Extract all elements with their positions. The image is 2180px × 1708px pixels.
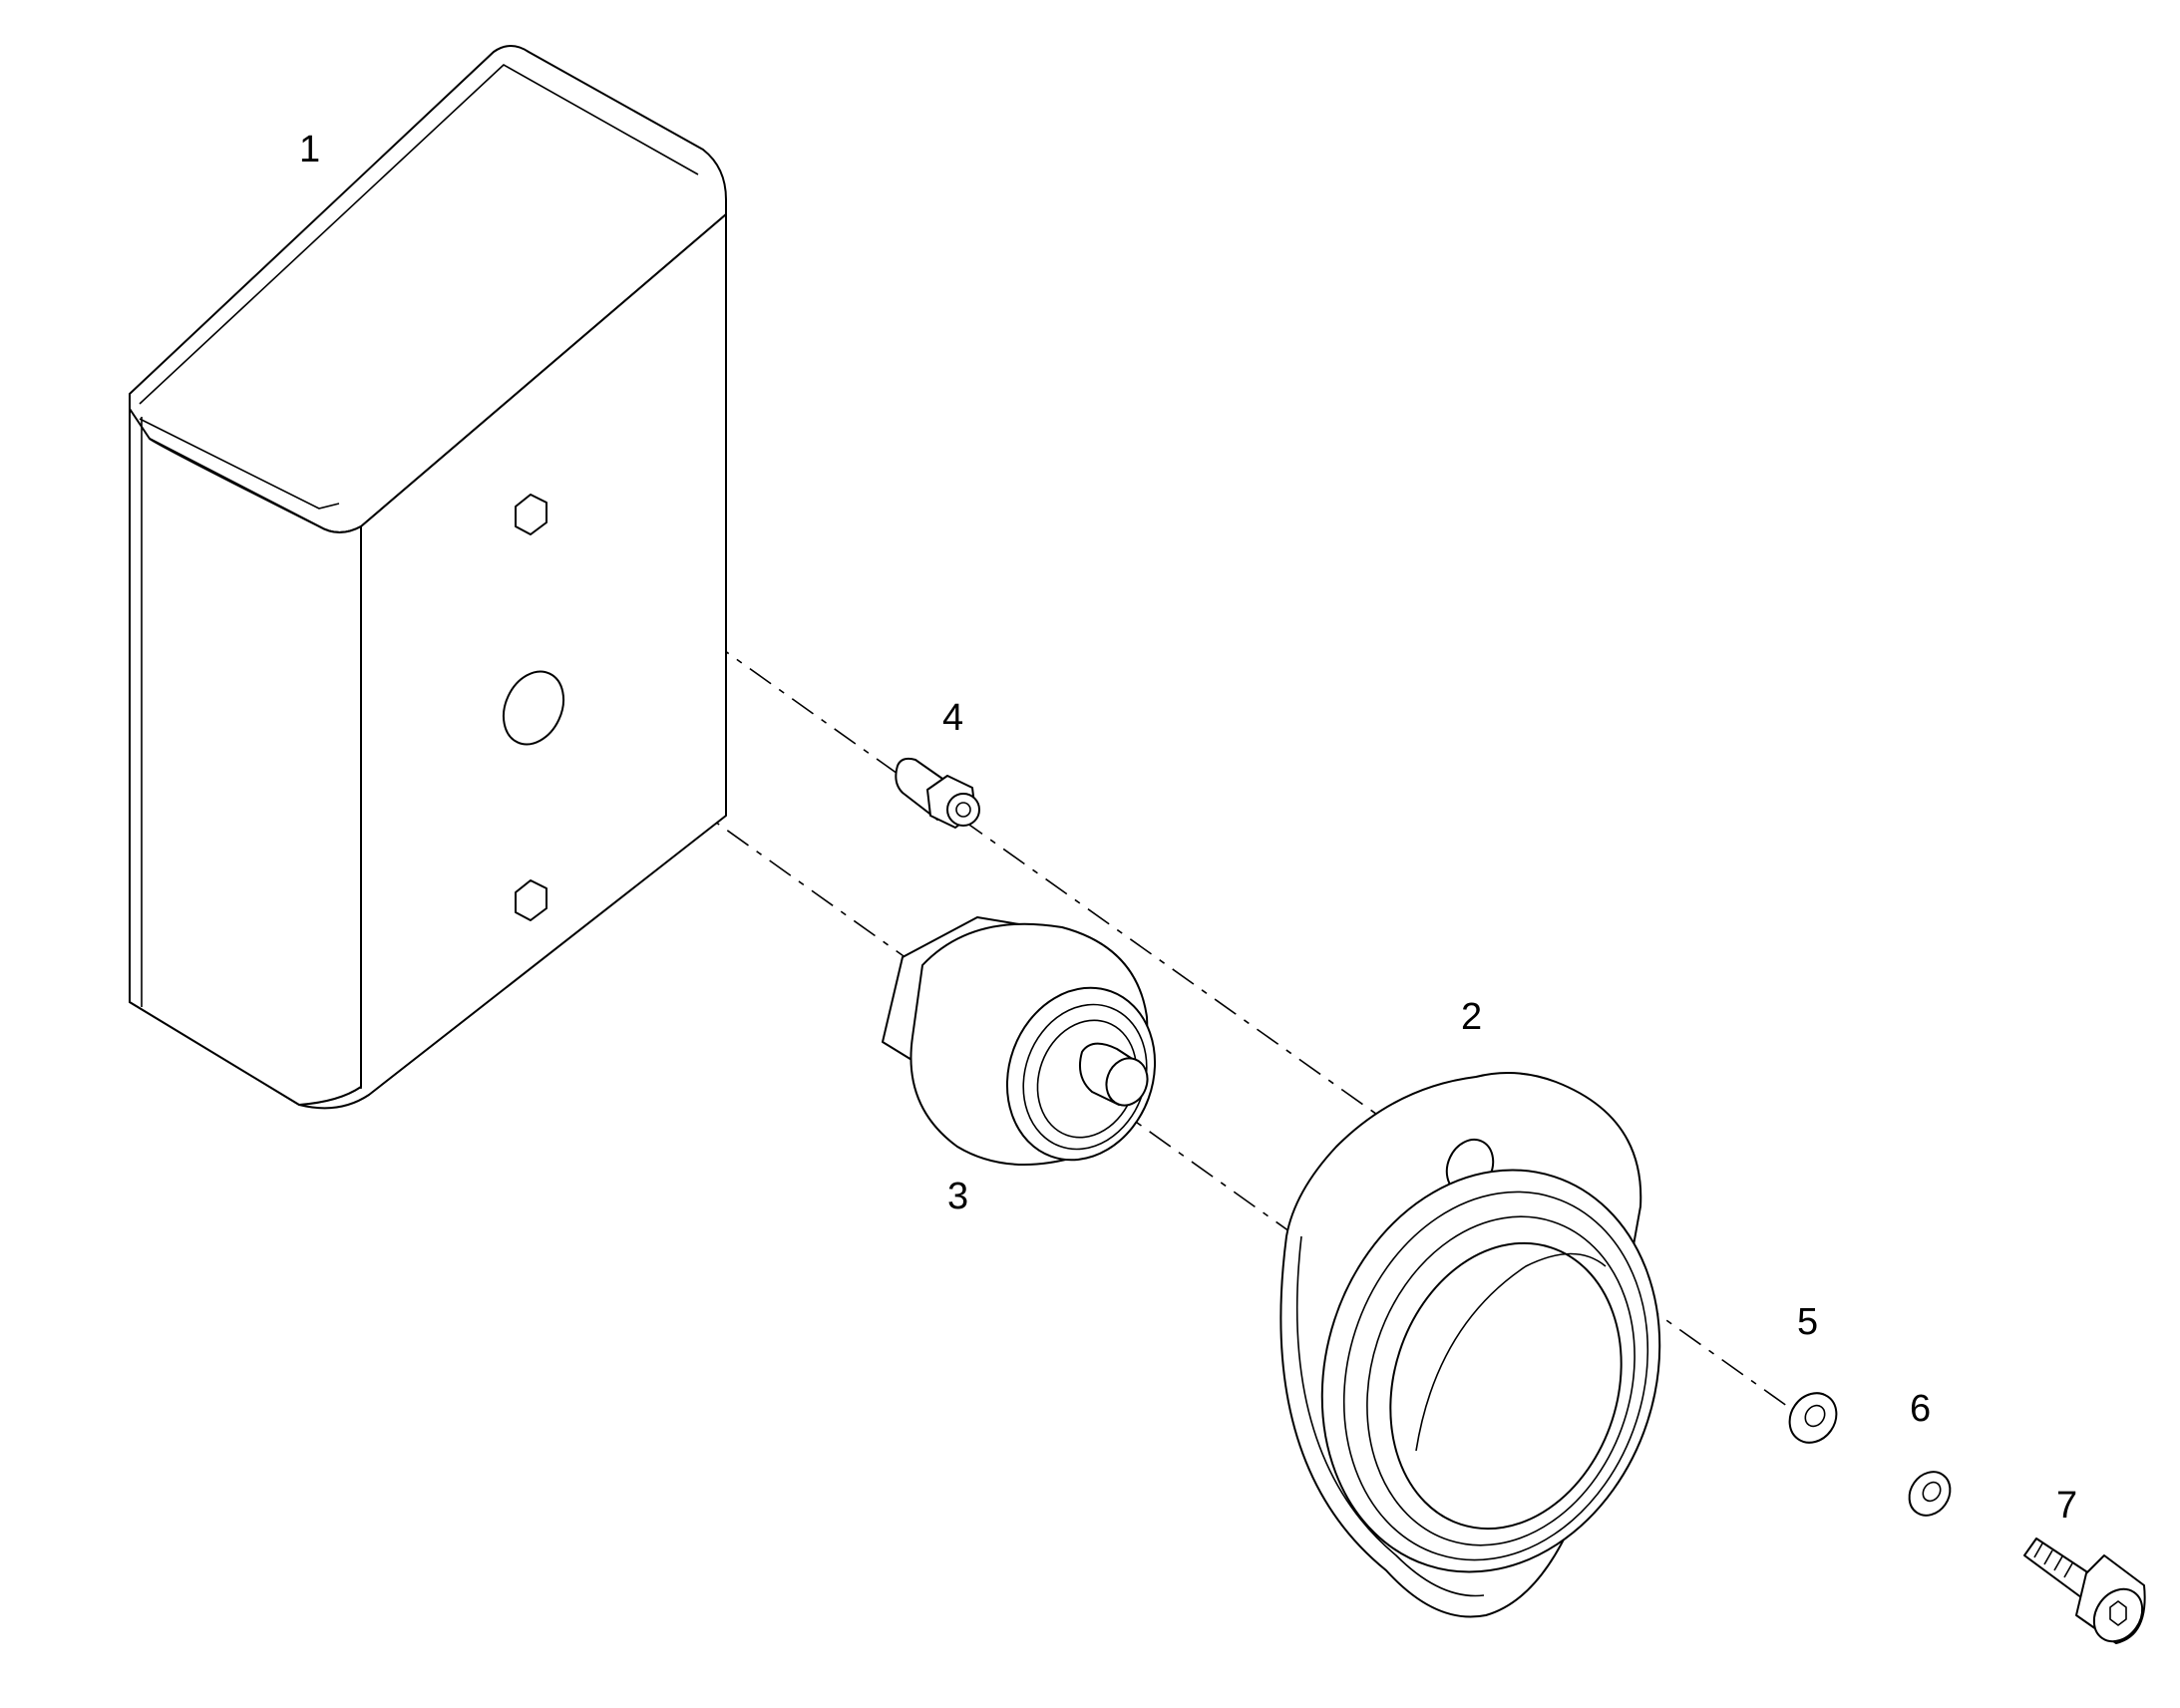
callout-7: 7 <box>2056 1485 2077 1527</box>
flange-bore-inner <box>1415 1252 1607 1452</box>
callout-5: 5 <box>1797 1301 1818 1343</box>
housing-lip <box>139 418 340 510</box>
lock-washer-inner <box>1922 1481 1942 1503</box>
housing-hex-nut-upper <box>515 494 547 535</box>
callout-3: 3 <box>947 1176 968 1217</box>
flange-bore <box>1389 1241 1623 1531</box>
fitting-bore <box>955 802 971 818</box>
housing-round-hole <box>502 670 565 746</box>
housing-hex-nut-lower <box>515 879 547 921</box>
housing-lip <box>139 64 699 405</box>
part-2-flange <box>1279 1072 1661 1618</box>
callout-6: 6 <box>1910 1388 1931 1430</box>
callout-2: 2 <box>1461 996 1482 1038</box>
part-3-push-button <box>882 916 1157 1166</box>
washer-outer <box>1788 1392 1838 1444</box>
part-6-lock-washer <box>1908 1471 1952 1517</box>
callouts: 1 2 3 4 5 6 7 <box>299 129 2077 1527</box>
screw-hex-socket <box>2109 1600 2127 1626</box>
housing-side-face <box>129 408 362 1106</box>
screw-thread <box>2033 1542 2073 1578</box>
button-plunger-tip <box>1105 1057 1149 1107</box>
flange-plate-edge <box>1295 1235 1485 1597</box>
flange-boss-ring <box>1342 1191 1649 1561</box>
flange-boss-ring <box>1366 1215 1635 1546</box>
part-7-screw <box>2023 1537 2146 1644</box>
callout-4: 4 <box>942 697 963 739</box>
washer-inner <box>1804 1404 1826 1428</box>
part-1-housing <box>129 45 727 1110</box>
part-4-fitting <box>895 757 980 829</box>
fitting-face <box>946 793 980 827</box>
screw-head-face <box>2092 1587 2144 1643</box>
part-5-washer <box>1788 1392 1838 1444</box>
lock-washer-outer <box>1908 1471 1952 1517</box>
callout-1: 1 <box>299 129 320 171</box>
